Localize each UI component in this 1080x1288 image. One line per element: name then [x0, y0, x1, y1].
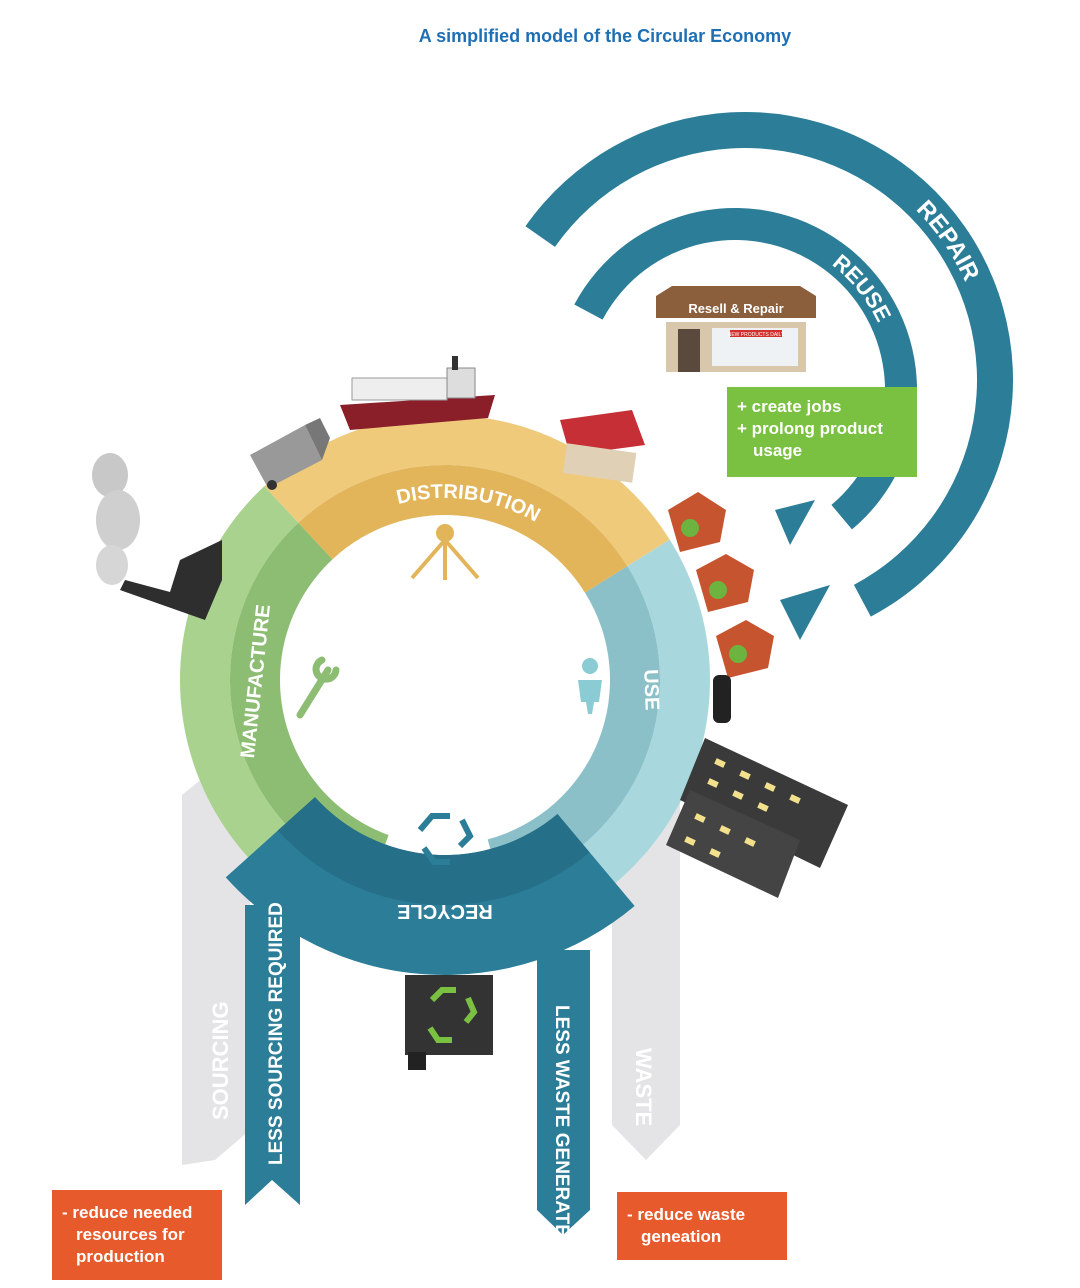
wrench-icon [296, 656, 340, 719]
lifecycle-ring [180, 415, 710, 975]
apartment-buildings-icon [666, 738, 848, 898]
benefit-line: geneation [641, 1227, 722, 1246]
sourcing-label: SOURCING [208, 1001, 233, 1120]
benefit-line: + create jobs [737, 397, 842, 416]
less-waste-label: LESS WASTE GENERATED [551, 1005, 572, 1251]
waste-arrow [612, 800, 680, 1160]
factory-icon [92, 453, 222, 620]
ship-icon [340, 356, 495, 430]
benefit-line: usage [753, 441, 803, 460]
sourcing-benefits-box: - reduce needed resources for production [52, 1190, 222, 1280]
use-label: USE [639, 669, 662, 711]
recycle-inner-band [277, 797, 590, 906]
store-icon [560, 410, 645, 483]
use-outer-band [500, 539, 710, 936]
distribution-inner-band [298, 465, 628, 593]
benefit-line: + prolong product [737, 419, 883, 438]
manufacture-outer-band [180, 486, 372, 930]
car-icon [713, 675, 731, 723]
benefit-line: resources for [76, 1225, 185, 1244]
less-waste-arrow [537, 950, 590, 1235]
sourcing-arrow [182, 768, 250, 1165]
benefit-line: production [76, 1247, 165, 1266]
shop-banner: NEW PRODUCTS DAILY [728, 332, 785, 338]
less-sourcing-label: LESS SOURCING REQUIRED [266, 902, 287, 1165]
reuse-benefits-box: + create jobs + prolong product usage [727, 387, 917, 477]
recycle-label: RECYCLE [397, 900, 493, 922]
waste-benefits-box: - reduce waste geneation [617, 1192, 787, 1260]
resell-repair-shop: NEW PRODUCTS DAILY Resell & Repair [656, 286, 816, 372]
shop-sign: Resell & Repair [688, 301, 783, 316]
distribution-arrows-icon [410, 524, 480, 580]
less-sourcing-arrow [245, 905, 300, 1205]
diagram-title: A simplified model of the Circular Econo… [418, 26, 792, 46]
recycle-icon [417, 813, 474, 865]
waste-label: WASTE [631, 1048, 656, 1126]
benefit-line: - reduce waste [627, 1205, 746, 1224]
benefit-line: - reduce needed [62, 1203, 193, 1222]
truck-icon [250, 418, 330, 490]
houses-icon [668, 492, 774, 678]
manufacture-inner-band [229, 522, 389, 883]
use-inner-band [487, 566, 660, 888]
recycling-bin-icon [405, 975, 493, 1070]
person-icon [578, 658, 602, 714]
